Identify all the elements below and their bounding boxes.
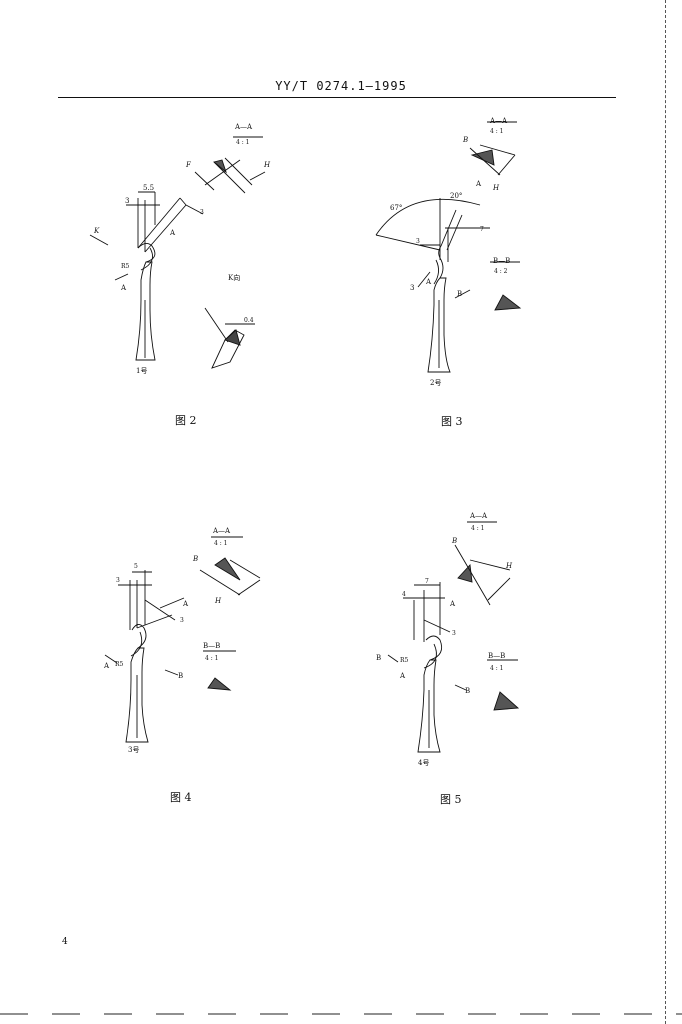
size-label: 4号 <box>418 759 429 767</box>
dim-r5: R5 <box>115 661 124 668</box>
figure-3-caption: 图 3 <box>441 415 463 428</box>
label-h: H <box>214 597 222 605</box>
dim-4: 4 <box>402 591 406 598</box>
figure-4-caption: 图 4 <box>170 791 192 804</box>
dim-3b: 3 <box>180 617 184 624</box>
size-label: 3号 <box>128 746 139 754</box>
angle-67: 67° <box>390 204 402 212</box>
label-a-upper: A <box>449 600 456 608</box>
label-b-upper: B <box>451 537 457 545</box>
label-h: H <box>492 184 500 192</box>
label-a-upper: A <box>169 229 176 237</box>
label-a-upper: A <box>475 180 482 188</box>
label-a-lower: A <box>120 284 127 292</box>
size-label: 1号 <box>136 367 147 375</box>
label-a-lower: A <box>399 672 406 680</box>
dim-r5: R5 <box>400 657 409 664</box>
figure-4-drawing: 5 3 3 A B A—A 4 : 1 H B—B 4 : 1 A R5 B 3… <box>103 527 261 754</box>
section-b-scale: 4 : 1 <box>490 665 503 672</box>
section-b-scale: 4 : 2 <box>494 268 508 275</box>
label-3: 3 <box>410 284 414 292</box>
dim-3: 3 <box>452 630 456 637</box>
label-b-lower: B <box>465 687 470 695</box>
figure-2-drawing: 5.5 3 3 K A R5 A A—A 4 : 1 F H K向 0.4 1号 <box>89 123 271 375</box>
label-a-upper: A <box>182 600 189 608</box>
section-a-title: A—A <box>234 123 253 131</box>
label-b-lower: B <box>178 672 183 680</box>
dim-r5: R5 <box>121 263 130 270</box>
dim-3b: 3 <box>200 209 204 216</box>
label-h: H <box>505 562 513 570</box>
dim-3: 3 <box>416 238 420 245</box>
section-a-title: A—A <box>489 117 508 125</box>
angle-20: 20° <box>450 192 462 200</box>
figure-2-caption: 图 2 <box>175 414 197 427</box>
footer-dashes <box>0 1013 682 1015</box>
scan-edge-line <box>665 0 666 1024</box>
section-b-title: B—B <box>488 652 505 660</box>
section-b-title: B—B <box>203 642 220 650</box>
label-b-left: B <box>376 654 381 662</box>
figure-3-drawing: B A—A 4 : 1 A H 67° 20° 7 3 B—B 4 : 2 A … <box>375 117 522 387</box>
figure-5-drawing: A—A 4 : 1 B H 7 4 A 3 B R5 A B—B 4 : 1 B… <box>376 512 520 767</box>
page-number: 4 <box>62 937 68 947</box>
label-b-lower: B <box>457 290 462 298</box>
label-k: K <box>93 227 100 235</box>
section-a-scale: 4 : 1 <box>236 139 249 146</box>
standard-number: YY/T 0274.1—1995 <box>275 79 407 93</box>
dim-3: 3 <box>116 577 120 584</box>
label-f: F <box>185 161 192 169</box>
dim-7: 7 <box>425 578 429 585</box>
view-k-label: K向 <box>228 273 240 282</box>
section-b-title: B—B <box>493 257 510 265</box>
dim-5: 5 <box>134 563 138 570</box>
dim-3: 3 <box>125 197 129 205</box>
dim-7: 7 <box>480 226 484 233</box>
dim-0-4: 0.4 <box>244 317 254 324</box>
label-b-upper: B <box>192 555 198 563</box>
section-a-scale: 4 : 1 <box>214 540 227 547</box>
section-a-title: A—A <box>469 512 488 520</box>
section-a-scale: 4 : 1 <box>471 525 484 532</box>
section-a-title: A—A <box>212 527 231 535</box>
label-a-lower: A <box>425 278 432 286</box>
label-b-upper: B <box>462 136 468 144</box>
dim-5-5: 5.5 <box>143 184 154 192</box>
figure-5-caption: 图 5 <box>440 793 462 806</box>
section-a-scale: 4 : 1 <box>490 128 503 135</box>
label-a-lower: A <box>103 662 110 670</box>
size-label: 2号 <box>430 379 441 387</box>
section-b-scale: 4 : 1 <box>205 655 218 662</box>
label-h: H <box>263 161 271 169</box>
header-rule <box>58 97 616 98</box>
